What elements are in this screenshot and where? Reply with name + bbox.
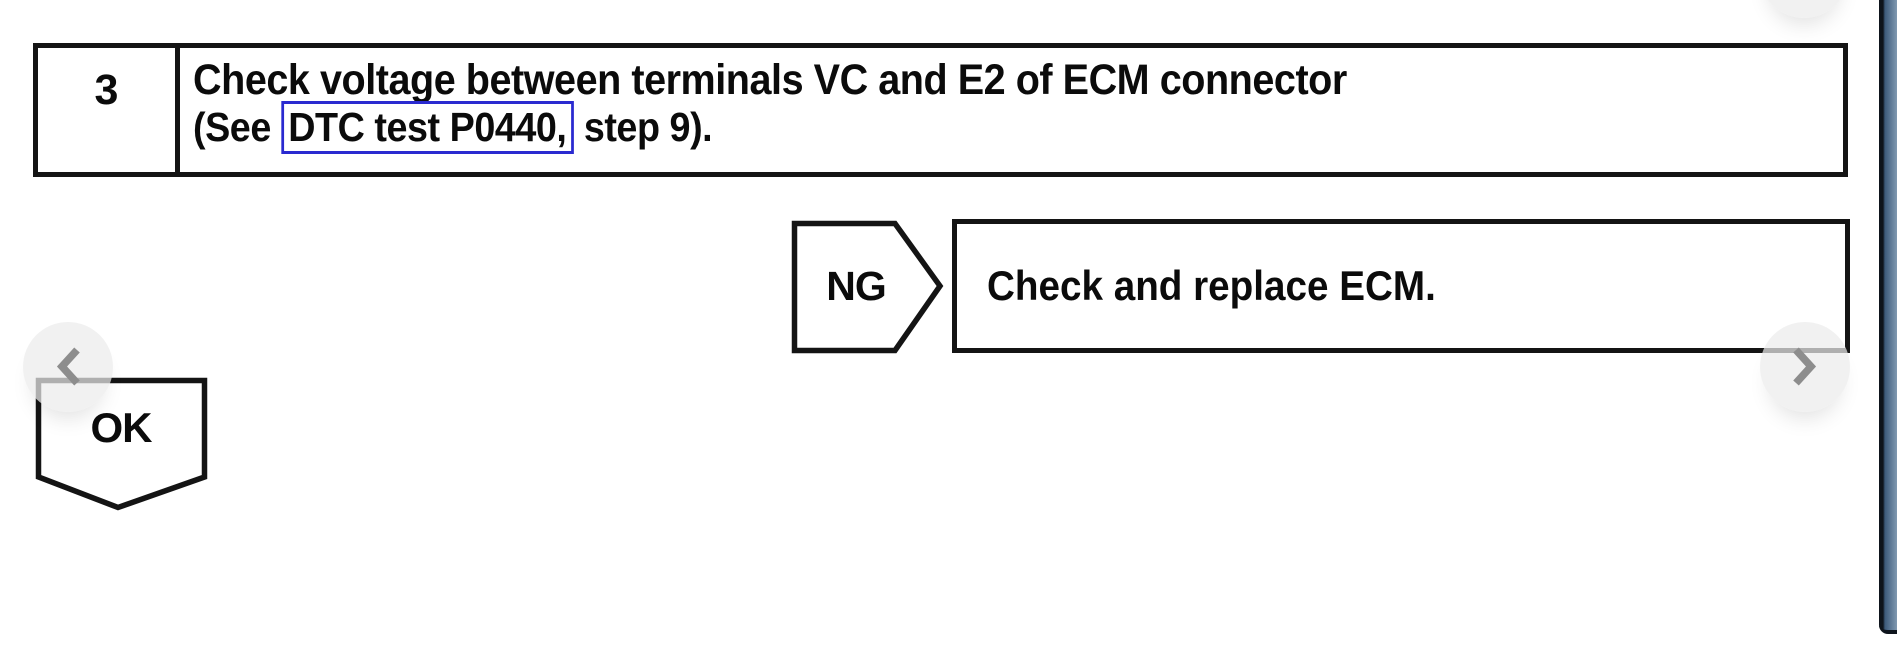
dtc-test-link[interactable]: DTC test P0440, xyxy=(280,101,574,154)
vertical-scrollbar[interactable] xyxy=(1879,0,1897,634)
step-number: 3 xyxy=(94,66,119,114)
step-question-box: 3 Check voltage between terminals VC and… xyxy=(33,43,1848,177)
chevron-right-icon xyxy=(1793,347,1817,386)
step-title: Check voltage between terminals VC and E… xyxy=(193,56,1347,104)
next-page-button[interactable] xyxy=(1760,322,1850,412)
ng-label: NG xyxy=(826,263,887,309)
ok-pentagon-shape xyxy=(35,377,208,511)
top-edge-partial-button[interactable] xyxy=(1759,0,1849,18)
step-subtitle: (See DTC test P0440, step 9). xyxy=(193,101,713,154)
ng-pentagon-shape xyxy=(791,220,944,354)
prev-page-button[interactable] xyxy=(23,322,113,412)
see-prefix: (See xyxy=(193,104,281,150)
see-suffix: step 9). xyxy=(573,104,713,150)
ng-action-box: Check and replace ECM. xyxy=(952,219,1850,353)
ok-label: OK xyxy=(90,403,153,451)
chevron-left-icon xyxy=(56,347,80,386)
step-number-cell: 3 xyxy=(38,48,180,172)
step-question-content: Check voltage between terminals VC and E… xyxy=(180,48,1843,172)
ng-action-text: Check and replace ECM. xyxy=(987,262,1436,309)
